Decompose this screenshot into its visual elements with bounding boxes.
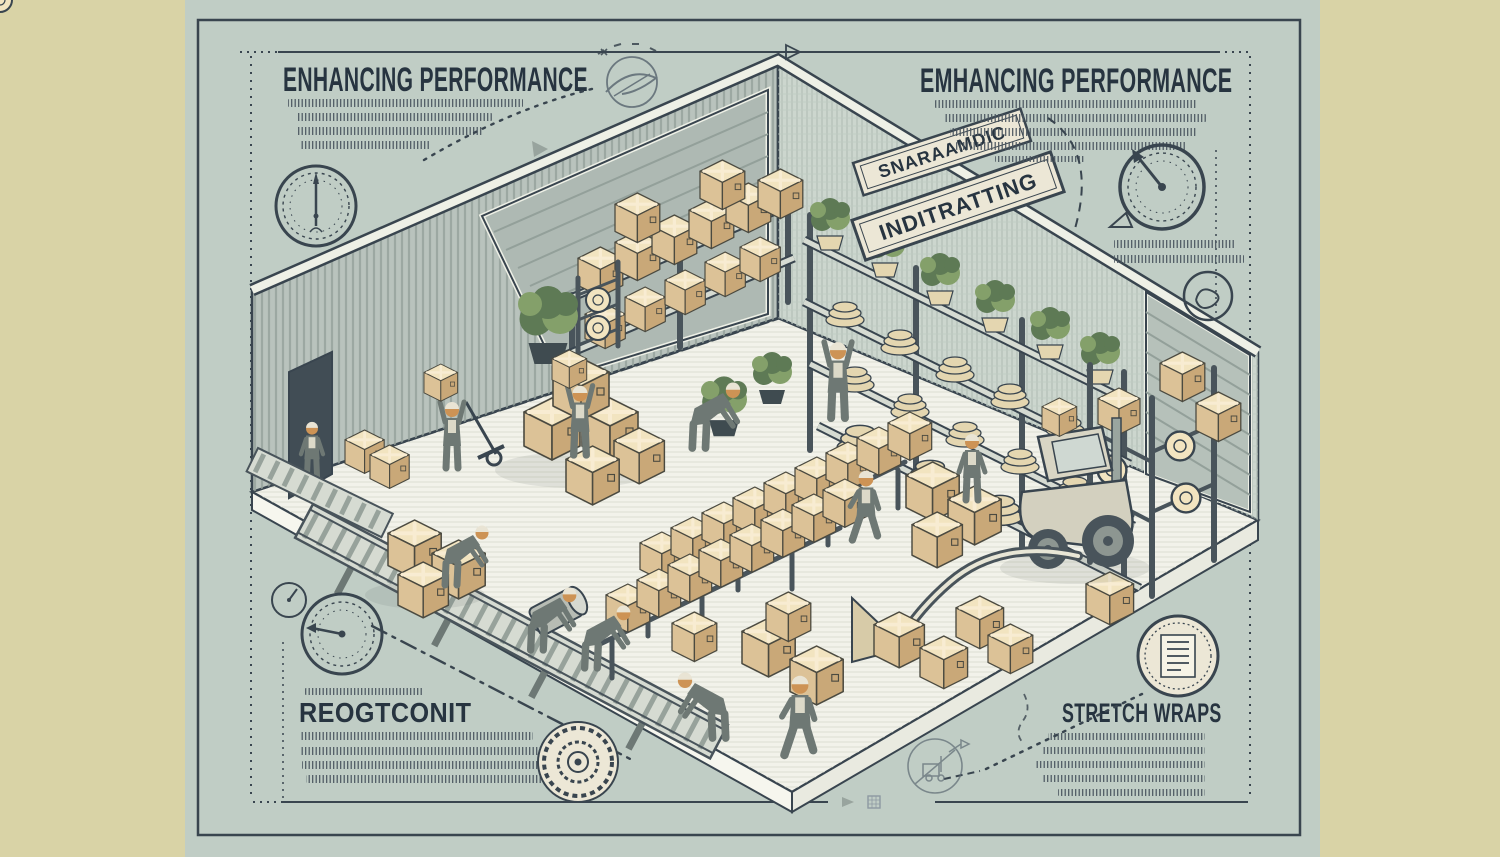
forklift [851, 396, 1150, 664]
triangle-arrow-top-icon [785, 43, 803, 61]
annotation-top-right: EMHANCING PERFORMANCE [920, 62, 1232, 162]
bottom-left-title: REOGTCONIT [299, 697, 471, 729]
triangle-arrow-left-icon [532, 141, 548, 157]
top-right-title: EMHANCING PERFORMANCE [920, 62, 1232, 100]
hand-truck [464, 401, 505, 467]
annotation-bottom-left: REOGTCONIT [299, 688, 595, 783]
dial-small-bottom-left-icon [271, 582, 307, 618]
forklift-sketch-icon [907, 738, 971, 794]
swirl-badge-icon [1182, 270, 1234, 322]
document-medallion-icon [1136, 614, 1220, 698]
doorway [288, 350, 333, 500]
box-stack-bottom-left [365, 518, 488, 620]
grid-marker-icon [867, 795, 881, 809]
gauge-top-left-icon [274, 164, 358, 248]
coil-rack-left [575, 259, 621, 365]
play-marker-icon [842, 797, 854, 807]
pen-swoosh-doodle-icon [597, 43, 658, 108]
bottom-right-title: STRETCH WRAPS [1062, 697, 1222, 728]
warehouse-scene: SNARAAMDIC INDITRATTING [0, 0, 1262, 814]
gear-medallion-icon [537, 721, 619, 803]
box-pyramid-left [495, 356, 667, 507]
top-left-title: ENHANCING PERFORMANCE [283, 60, 588, 98]
annotation-top-left: ENHANCING PERFORMANCE [283, 60, 588, 149]
gauge-top-right-icon [1107, 143, 1206, 231]
gauge-bottom-left-icon [300, 592, 384, 676]
wall-top-beam [249, 52, 1262, 358]
panel-border [196, 18, 1302, 837]
annotation-bottom-right: STRETCH WRAPS [1035, 697, 1222, 796]
